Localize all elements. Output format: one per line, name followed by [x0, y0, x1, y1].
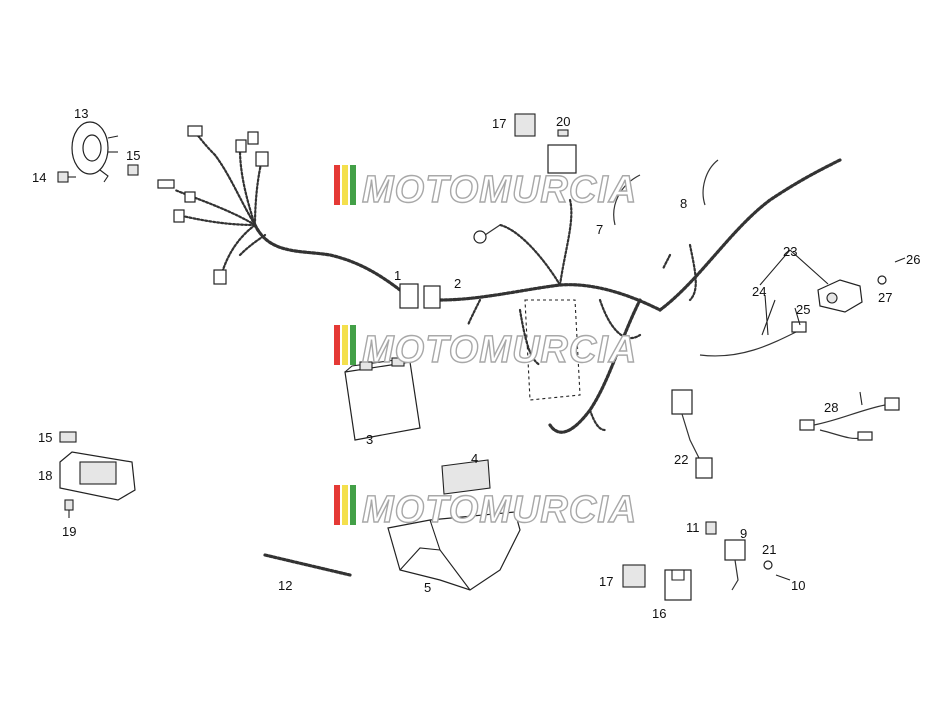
watermark-middle: MOTOMURCIA [334, 325, 637, 372]
watermark-text: MOTOMURCIA [362, 489, 637, 531]
part-labels: 13 14 15 1 2 17 20 7 8 23 24 25 26 27 3 … [32, 106, 920, 621]
connector [187, 125, 203, 137]
clip-11 [705, 521, 717, 535]
bolt-10 [775, 574, 791, 581]
screw-26 [894, 257, 906, 263]
label-10: 10 [791, 578, 805, 593]
connector [157, 179, 175, 189]
label-7: 7 [596, 222, 603, 237]
label-22: 22 [674, 452, 688, 467]
label-14: 14 [32, 170, 46, 185]
label-9: 9 [740, 526, 747, 541]
label-4: 4 [471, 451, 478, 466]
label-13: 13 [74, 106, 88, 121]
wire-8 [702, 159, 719, 206]
label-11: 11 [686, 520, 700, 535]
horn-13 [71, 121, 119, 183]
label-16: 16 [652, 606, 666, 621]
label-5: 5 [424, 580, 431, 595]
washer-27 [877, 275, 887, 285]
connector [235, 139, 247, 153]
watermark-bottom: MOTOMURCIA [334, 485, 637, 532]
label-17-lower: 17 [599, 574, 613, 589]
relay-9 [724, 539, 746, 591]
watermark-top: MOTOMURCIA [334, 165, 637, 212]
connector [184, 191, 196, 203]
label-17-top: 17 [492, 116, 506, 131]
screw-19 [64, 499, 74, 518]
label-3: 3 [366, 432, 373, 447]
label-19: 19 [62, 524, 76, 539]
label-23: 23 [783, 244, 797, 259]
clip-20 [557, 129, 569, 137]
tray-5 [387, 511, 521, 591]
label-18: 18 [38, 468, 52, 483]
label-25: 25 [796, 302, 810, 317]
label-15-top: 15 [126, 148, 140, 163]
label-26: 26 [906, 252, 920, 267]
bracket [524, 299, 581, 401]
label-8: 8 [680, 196, 687, 211]
relay-16 [664, 569, 692, 601]
connector-block-2 [423, 285, 441, 309]
connector [173, 209, 185, 223]
lamp-23 [817, 279, 863, 313]
connector-block-1 [399, 283, 419, 309]
front-harness-bundle [157, 125, 269, 285]
watermark-text: MOTOMURCIA [362, 329, 637, 371]
relay-17-lower [622, 564, 646, 588]
label-12: 12 [278, 578, 292, 593]
connector-22 [671, 389, 713, 479]
label-2: 2 [454, 276, 461, 291]
wire-7 [613, 174, 641, 226]
label-27: 27 [878, 290, 892, 305]
clip-15-left [59, 431, 77, 443]
cable-28 [799, 391, 900, 441]
label-1: 1 [394, 268, 401, 283]
label-15-left: 15 [38, 430, 52, 445]
relay-17 [514, 113, 536, 137]
label-21: 21 [762, 542, 776, 557]
connector [255, 151, 269, 167]
connector [247, 131, 259, 145]
main-harness [253, 158, 842, 434]
regulator-18 [59, 451, 136, 501]
battery-3 [344, 356, 421, 441]
label-20: 20 [556, 114, 570, 129]
sensor-cable-24 [699, 329, 801, 357]
clip-15 [127, 164, 139, 176]
bolt-14 [57, 171, 76, 183]
module-20 [547, 144, 577, 174]
cover-4 [441, 459, 491, 495]
watermark-text: MOTOMURCIA [362, 169, 637, 211]
label-24: 24 [752, 284, 766, 299]
washer-21 [763, 560, 773, 570]
connector [213, 269, 227, 285]
sleeve-12 [263, 553, 352, 577]
label-28: 28 [824, 400, 838, 415]
